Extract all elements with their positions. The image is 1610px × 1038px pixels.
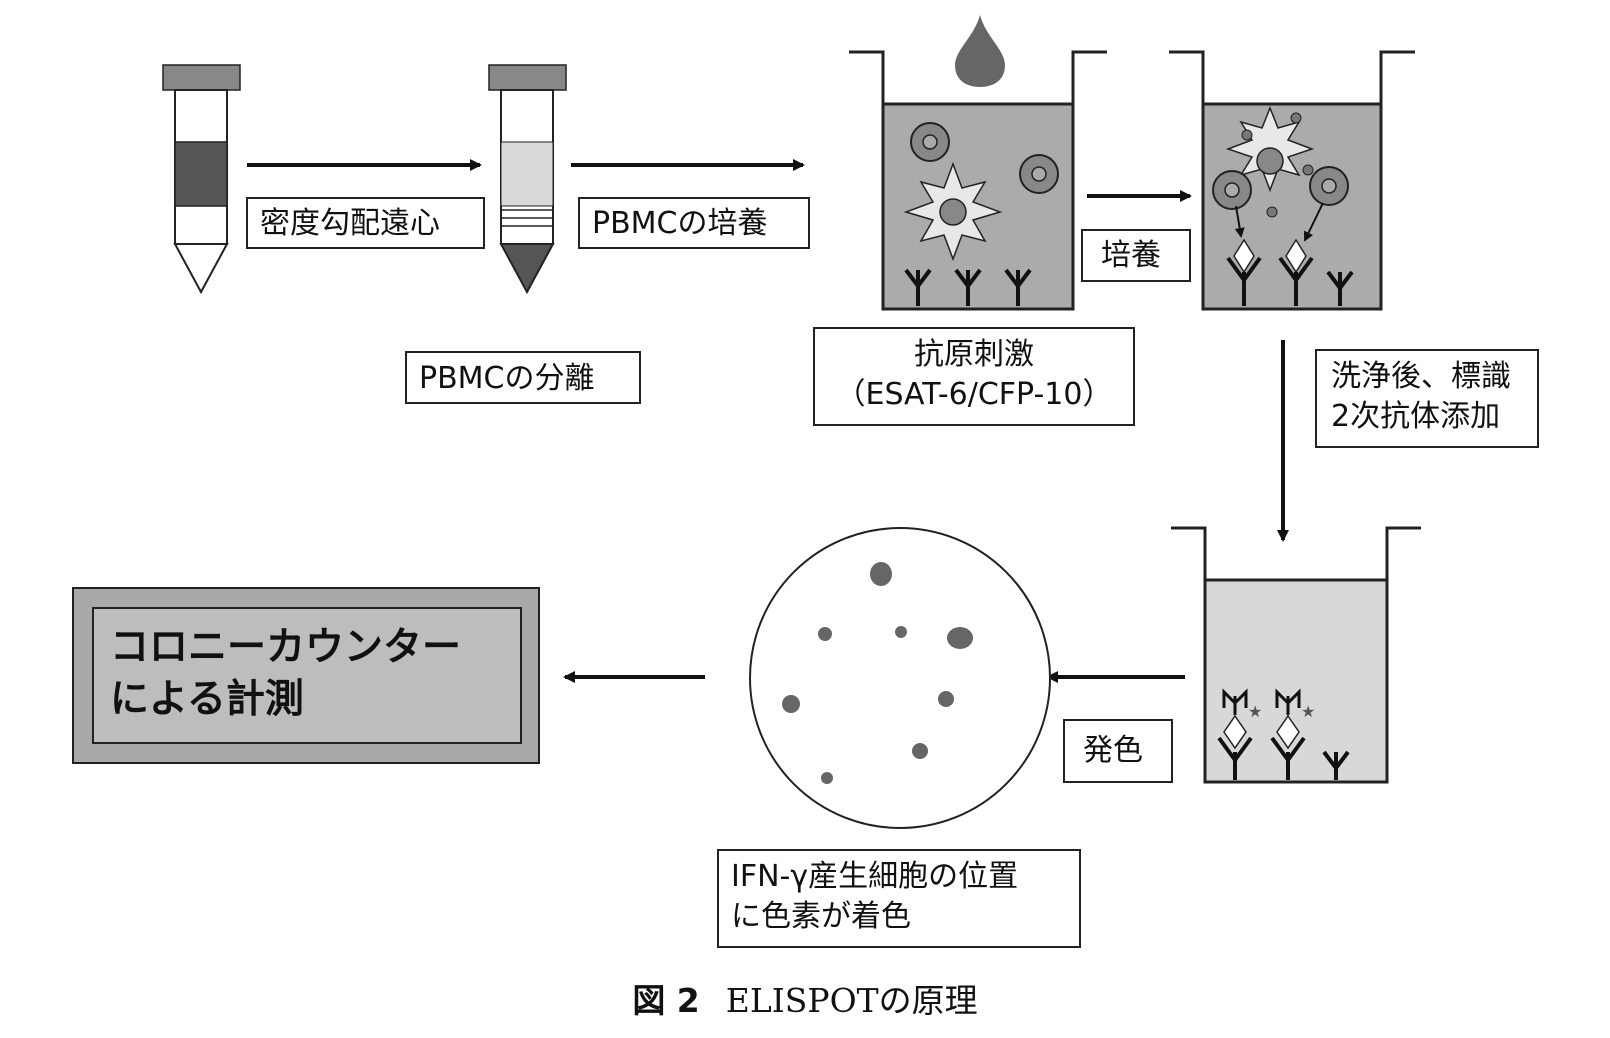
counter-text-line1: コロニーカウンター [110,625,462,670]
label-text-line1: 洗浄後、標識 [1331,359,1511,394]
color-development-label: 発色 [1063,719,1173,783]
separated-tube-icon [488,64,567,295]
culture-label: 培養 [1081,229,1191,282]
pbmc-isolation-label: PBMCの分離 [405,351,641,404]
label-text-line1: IFN-γ産生細胞の位置 [731,859,1019,894]
spot-description-label: IFN-γ産生細胞の位置 に色素が着色 [717,849,1081,948]
reagent-drop-icon [955,15,1005,87]
label-text: 培養 [1101,238,1161,273]
label-text-line2: （ESAT-6/CFP-10） [835,377,1113,412]
wash-secondary-antibody-label: 洗浄後、標識 2次抗体添加 [1315,349,1539,448]
counter-text-line2: による計測 [110,677,304,722]
culture-well-2 [1169,50,1415,311]
antigen-stimulation-label: 抗原刺激 （ESAT-6/CFP-10） [813,327,1135,426]
figure-number: 図 2 [632,981,700,1020]
figure-caption: 図 2 ELISPOTの原理 [0,974,1610,1022]
pbmc-culture-label: PBMCの培養 [578,197,810,249]
colony-counter-label: コロニーカウンター による計測 [92,607,522,744]
svg-text:★: ★ [1248,702,1262,721]
label-text: 密度勾配遠心 [260,206,440,241]
label-text-line2: 2次抗体添加 [1331,399,1501,434]
label-text-line1: 抗原刺激 [914,337,1034,372]
blood-tube-icon [162,64,241,295]
spot-plate [749,527,1051,829]
label-text: 発色 [1083,733,1143,768]
svg-text:★: ★ [1301,702,1315,721]
label-text-line2: に色素が着色 [731,899,911,934]
culture-well-1 [849,50,1107,311]
label-text: PBMCの分離 [419,361,595,396]
detection-well: ★ ★ [1171,526,1421,784]
label-text: PBMCの培養 [592,206,768,241]
density-centrifugation-label: 密度勾配遠心 [246,197,485,249]
figure-title: ELISPOTの原理 [725,981,978,1020]
